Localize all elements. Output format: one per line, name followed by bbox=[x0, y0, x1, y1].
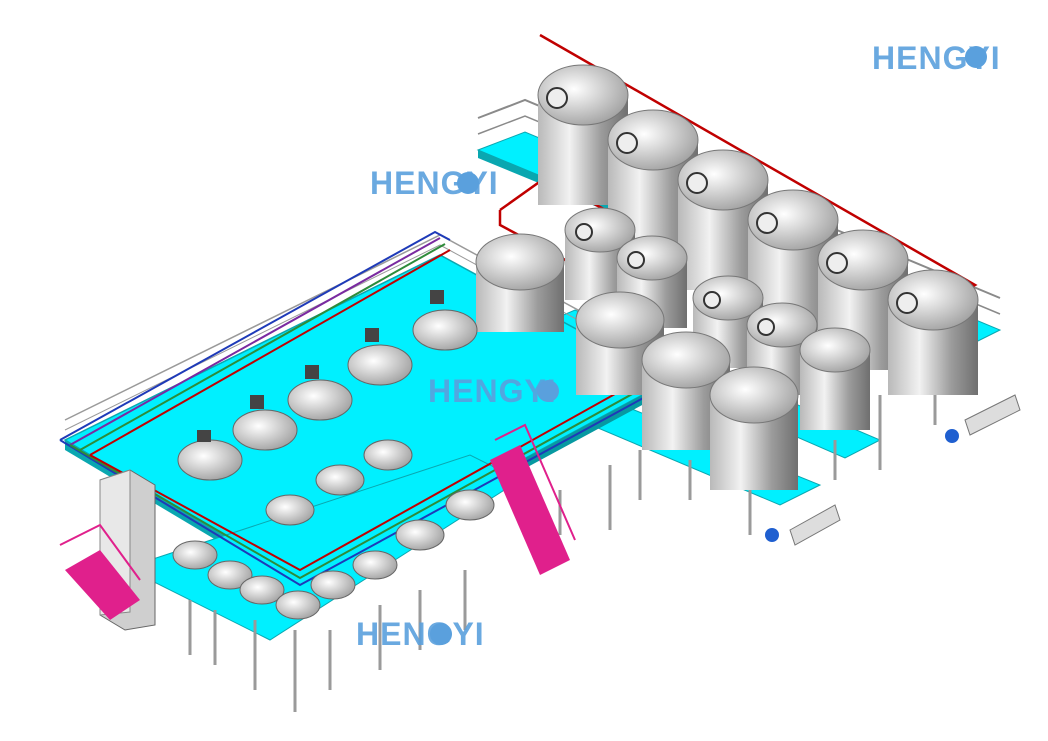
rear-tank-row bbox=[537, 64, 979, 395]
watermark-logo: HENGYI bbox=[428, 373, 557, 409]
watermark-logo: HENGYI bbox=[370, 165, 499, 201]
support-legs bbox=[188, 380, 937, 712]
gear-icon bbox=[430, 46, 987, 645]
pump-skid-right bbox=[945, 394, 1021, 443]
pump-skid-front bbox=[765, 504, 841, 546]
storage-tank bbox=[677, 149, 769, 290]
front-tank-row bbox=[475, 233, 799, 490]
lower-vessels bbox=[172, 489, 495, 620]
middle-tank-row bbox=[564, 207, 871, 430]
stairs bbox=[59, 423, 576, 620]
mixing-vessels bbox=[177, 290, 478, 526]
watermark-logo: HENGYI bbox=[872, 40, 1001, 76]
watermark-logo: HENGYI bbox=[356, 616, 485, 652]
storage-tank bbox=[887, 269, 979, 395]
